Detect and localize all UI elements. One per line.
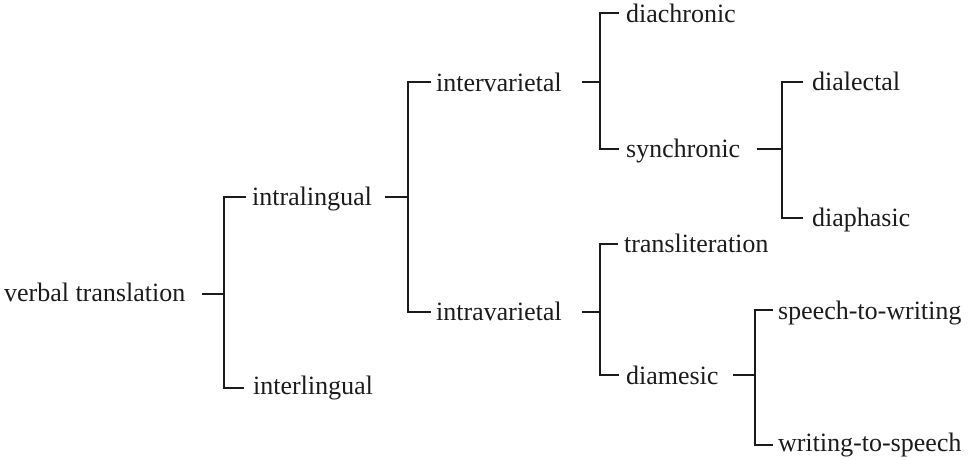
stub-transliteration xyxy=(599,243,618,245)
stub-diaphasic xyxy=(781,217,803,219)
stub-intralingual xyxy=(223,196,246,198)
connector-intravarietal xyxy=(582,311,601,313)
stub-speech-to-writing xyxy=(754,309,773,311)
node-intravarietal: intravarietal xyxy=(436,297,562,326)
node-diachronic: diachronic xyxy=(626,0,736,28)
stub-intravarietal xyxy=(407,311,431,313)
node-intervarietal: intervarietal xyxy=(436,68,562,97)
node-verbal-translation: verbal translation xyxy=(4,278,186,307)
bracket-intralingual-children xyxy=(407,81,409,313)
bracket-synchronic-children xyxy=(781,81,783,219)
node-speech-to-writing: speech-to-writing xyxy=(778,296,962,325)
bracket-verbal-translation-children xyxy=(223,196,225,389)
node-transliteration: transliteration xyxy=(624,229,769,258)
bracket-intervarietal-children xyxy=(599,12,601,150)
stub-interlingual xyxy=(223,387,244,389)
connector-diamesic xyxy=(733,374,756,376)
connector-intervarietal xyxy=(582,81,601,83)
node-diamesic: diamesic xyxy=(626,361,719,390)
node-synchronic: synchronic xyxy=(626,134,741,163)
stub-diachronic xyxy=(599,12,619,14)
connector-synchronic xyxy=(757,148,783,150)
stub-writing-to-speech xyxy=(754,444,773,446)
node-writing-to-speech: writing-to-speech xyxy=(778,428,962,457)
node-interlingual: interlingual xyxy=(253,371,373,400)
stub-dialectal xyxy=(781,81,803,83)
node-intralingual: intralingual xyxy=(252,182,372,211)
connector-intralingual xyxy=(385,196,409,198)
node-diaphasic: diaphasic xyxy=(812,203,911,232)
bracket-diamesic-children xyxy=(754,309,756,446)
node-dialectal: dialectal xyxy=(812,67,901,96)
bracket-intravarietal-children xyxy=(599,243,601,376)
connector-verbal-translation xyxy=(202,293,225,295)
stub-intervarietal xyxy=(407,81,431,83)
stub-diamesic xyxy=(599,374,619,376)
stub-synchronic xyxy=(599,148,619,150)
